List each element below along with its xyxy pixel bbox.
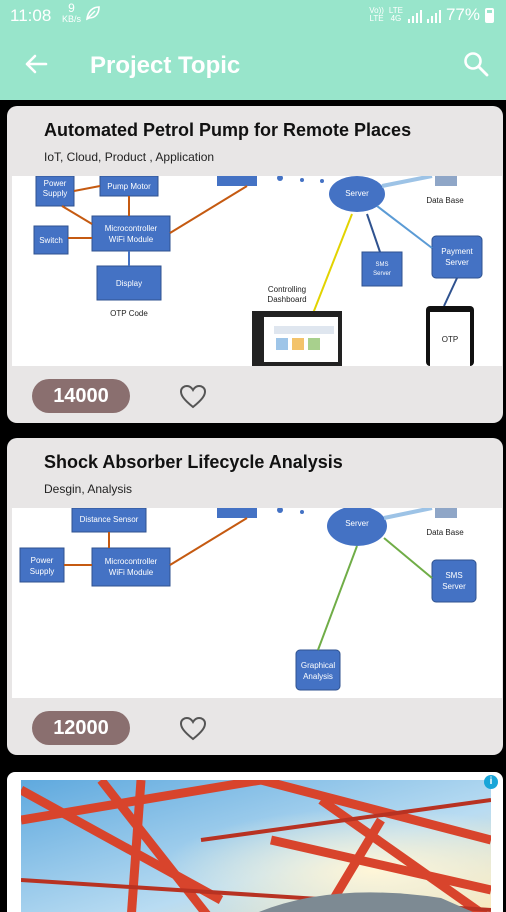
diagram-label: Power	[31, 556, 54, 565]
project-diagram: Power Supply Pump Motor Microcontroller …	[12, 176, 502, 366]
diagram-label: Server	[442, 582, 466, 591]
diagram-label: OTP	[442, 335, 458, 344]
signal-icon	[407, 8, 422, 23]
diagram-label: Distance Sensor	[80, 515, 139, 524]
heart-icon[interactable]	[179, 715, 207, 743]
ad-banner[interactable]: i	[7, 772, 503, 912]
diagram-label: SMS	[375, 262, 388, 268]
app-bar: Project Topic	[0, 32, 506, 100]
diagram-label: Data Base	[426, 528, 464, 537]
search-icon[interactable]	[462, 50, 490, 78]
diagram-label: WiFi Module	[109, 235, 154, 244]
lte-indicator: LTE 4G	[389, 7, 403, 23]
diagram-label: Supply	[30, 567, 54, 576]
price-badge: 14000	[32, 379, 130, 413]
project-diagram: Distance Sensor Power Supply Microcontro…	[12, 508, 502, 698]
diagram-label: WiFi Module	[109, 568, 154, 577]
diagram-label: Payment	[441, 247, 473, 256]
volte-indicator: Vo)) LTE	[369, 7, 384, 23]
volte-bottom: LTE	[369, 14, 384, 23]
network-speed-unit: KB/s	[62, 14, 82, 24]
network-speed-value: 9	[68, 1, 75, 15]
diagram-label: Server	[345, 519, 369, 528]
page-title: Project Topic	[90, 52, 241, 79]
diagram-label: Graphical	[301, 661, 335, 670]
lte-bottom: 4G	[390, 14, 402, 23]
diagram-label: Server	[345, 189, 369, 198]
diagram-label: Server	[373, 271, 391, 277]
ad-image[interactable]	[21, 780, 491, 912]
diagram-label: Supply	[43, 189, 67, 198]
diagram-label: SMS	[445, 571, 462, 580]
diagram-label: Analysis	[303, 672, 333, 681]
heart-icon[interactable]	[179, 383, 207, 411]
project-title: Shock Absorber Lifecycle Analysis	[44, 452, 343, 472]
diagram-label: OTP Code	[110, 309, 148, 318]
diagram-label: Power	[44, 179, 67, 188]
diagram-label: Switch	[39, 236, 63, 245]
signal-icon-2	[426, 8, 441, 23]
diagram-label: Pump Motor	[107, 182, 151, 191]
volte-top: Vo))	[369, 6, 384, 15]
project-card[interactable]: Automated Petrol Pump for Remote Places …	[7, 106, 503, 423]
project-tags: Desgin, Analysis	[44, 482, 133, 496]
diagram-label: Controlling	[268, 285, 306, 294]
project-card[interactable]: Shock Absorber Lifecycle Analysis Desgin…	[7, 438, 503, 755]
project-title: Automated Petrol Pump for Remote Places	[44, 120, 412, 140]
battery-percent: 77%	[445, 5, 480, 24]
diagram-label: Microcontroller	[105, 224, 158, 233]
diagram-label: Display	[116, 279, 142, 288]
back-arrow-icon[interactable]	[22, 50, 50, 78]
info-icon[interactable]: i	[484, 775, 498, 789]
network-speed: 9 KB/s	[62, 2, 81, 24]
lte-top: LTE	[388, 6, 403, 15]
status-time: 11:08	[10, 6, 52, 25]
project-tags: IoT, Cloud, Product , Application	[44, 150, 215, 164]
diagram-label: Data Base	[426, 196, 464, 205]
diagram-label: Server	[445, 258, 469, 267]
battery-icon	[485, 7, 494, 23]
diagram-label: Dashboard	[267, 295, 306, 304]
diagram-label: Microcontroller	[105, 557, 158, 566]
price-badge: 12000	[32, 711, 130, 745]
leaf-icon	[85, 5, 101, 25]
status-bar: 11:08 9 KB/s Vo)) LTE LTE 4G 77%	[0, 0, 506, 32]
